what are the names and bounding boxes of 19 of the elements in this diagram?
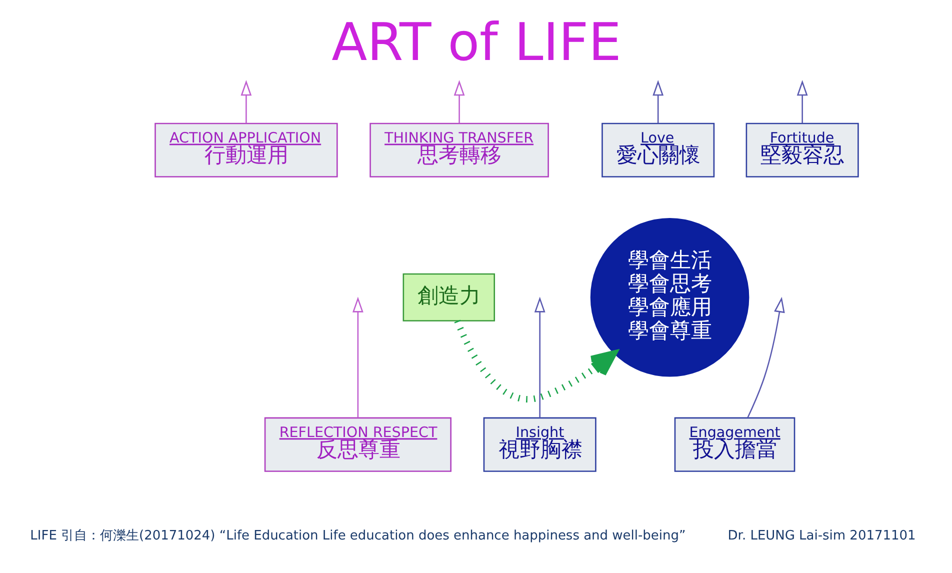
node-box: Love 愛心關懷 xyxy=(601,122,714,178)
arrow xyxy=(352,296,363,418)
node-box: ACTION APPLICATION 行動運用 xyxy=(154,122,338,178)
node-box: REFLECTION RESPECT 反思尊重 xyxy=(264,417,451,472)
arrow xyxy=(796,80,808,124)
node-box: Engagement 投入擔當 xyxy=(674,417,795,472)
node-box: Fortitude 堅毅容忍 xyxy=(745,122,858,178)
arrow xyxy=(746,296,784,418)
node-box: Insight 視野胸襟 xyxy=(482,417,596,472)
arrow xyxy=(534,296,545,418)
label: LIFE 引自：何濼生(20171024) “Life Education Life education does enhance happiness and well-being” xyxy=(30,528,686,544)
label: Dr. LEUNG Lai-sim 20171101 xyxy=(727,528,916,544)
arrow xyxy=(240,80,252,124)
node-box: 創造力 xyxy=(402,273,495,322)
node-box: THINKING TRANSFER 思考轉移 xyxy=(369,122,548,178)
diagram-title: ART of LIFE xyxy=(331,13,621,74)
arrow xyxy=(652,80,664,124)
node-circle: 學會生活 學會思考 學會應用 學會尊重 xyxy=(590,218,749,377)
arrow xyxy=(453,80,464,124)
